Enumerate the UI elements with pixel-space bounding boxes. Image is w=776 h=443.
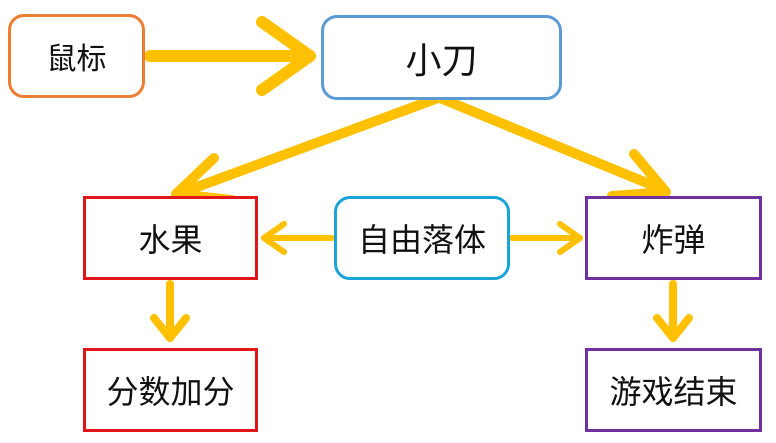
arrow-bomb-to-gameover [653,280,693,342]
node-bomb-label: 炸弹 [641,221,706,259]
node-free-fall: 自由落体 [334,196,510,280]
arrow-fall-to-bomb [509,221,583,255]
node-fruit: 水果 [83,196,258,280]
node-free-fall-label: 自由落体 [357,221,486,259]
arrow-fruit-to-score [150,280,190,342]
node-game-over-label: 游戏结束 [609,373,738,411]
arrow-knife-to-bomb [435,93,671,201]
node-score: 分数加分 [83,348,258,432]
node-knife-label: 小刀 [405,40,478,82]
arrow-knife-to-fruit [171,93,443,205]
node-mouse-label: 鼠标 [46,42,107,77]
node-knife: 小刀 [321,15,562,100]
arrow-fall-to-fruit [261,221,335,255]
node-fruit-label: 水果 [138,221,203,259]
node-game-over: 游戏结束 [585,348,762,432]
arrow-mouse-to-knife [144,16,316,96]
node-bomb: 炸弹 [585,196,762,280]
node-score-label: 分数加分 [106,373,235,411]
node-mouse: 鼠标 [8,14,145,98]
